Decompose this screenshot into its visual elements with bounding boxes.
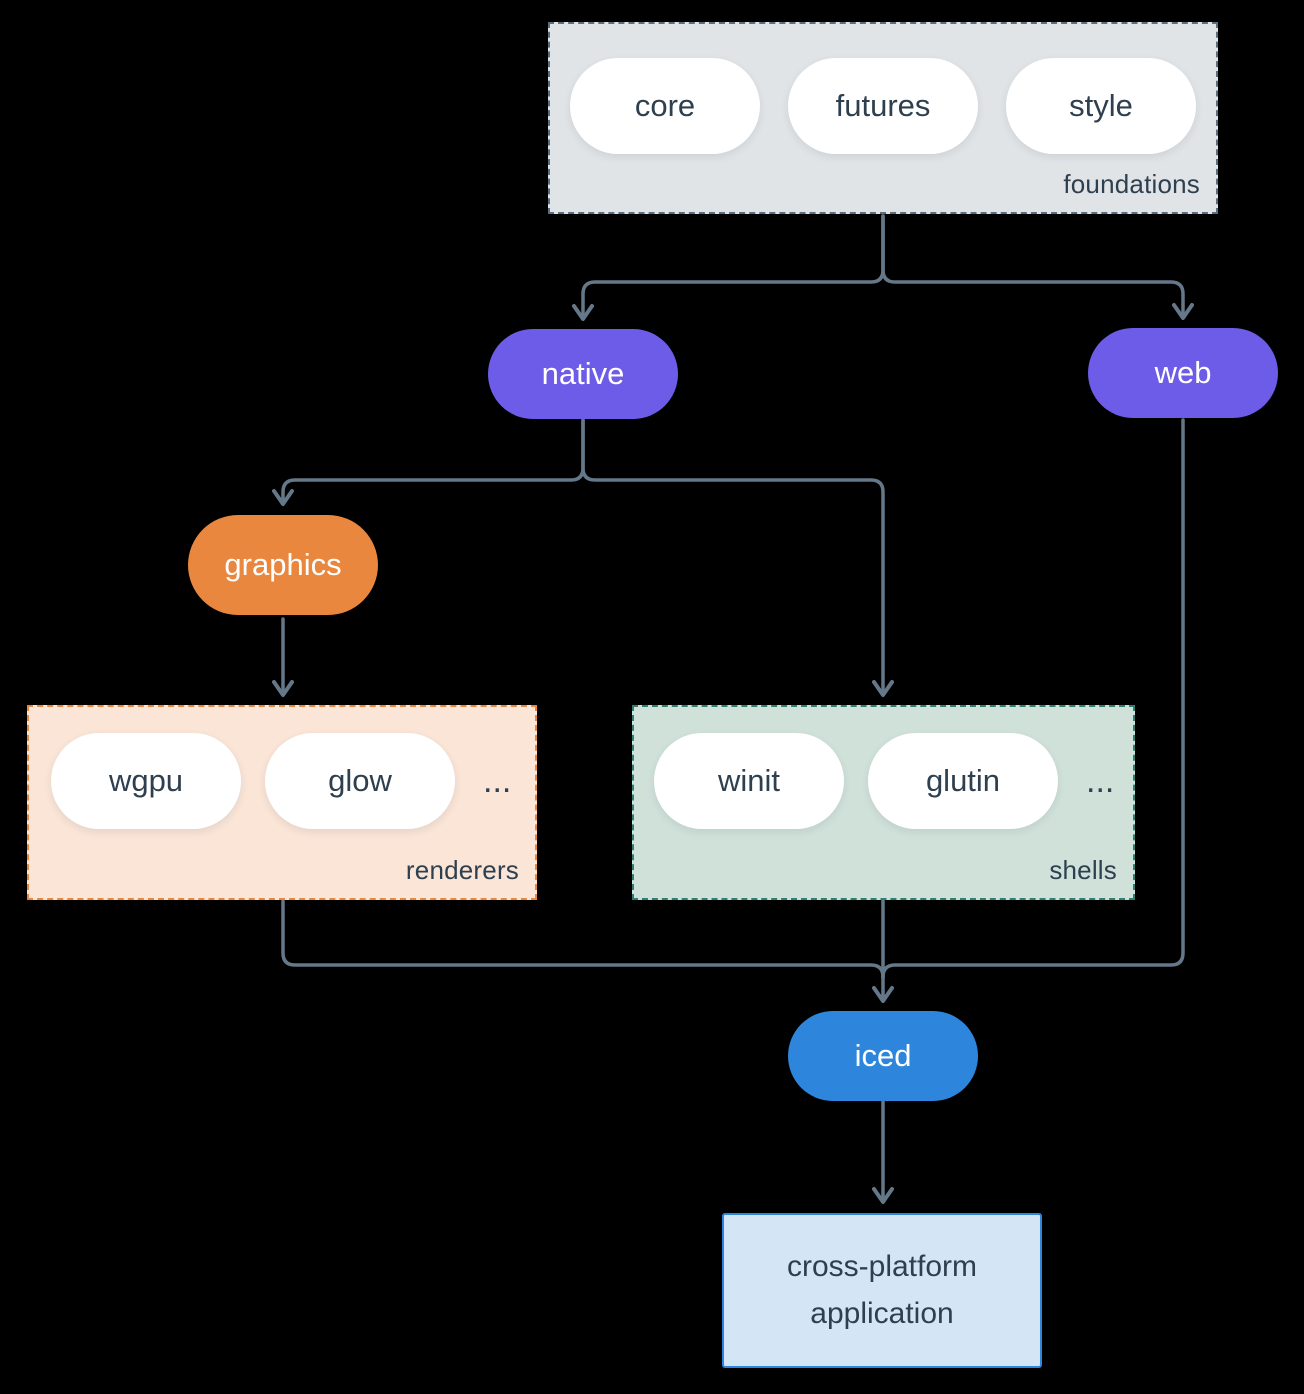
foundations-group-box: core futures style foundations (548, 22, 1218, 214)
node-web-label: web (1154, 355, 1212, 390)
edge-foundations-web (881, 214, 1194, 320)
edge-native-shells (581, 418, 894, 697)
node-winit: winit (654, 733, 844, 829)
renderers-pill-row: wgpu glow ... (51, 733, 535, 829)
application-label-line1: cross-platform (786, 1250, 978, 1283)
node-glow: glow (265, 733, 455, 829)
node-graphics-label: graphics (224, 547, 342, 582)
renderers-group-label: renderers (405, 855, 519, 885)
node-graphics: graphics (188, 515, 378, 615)
node-iced: iced (788, 1011, 978, 1101)
node-style: style (1006, 58, 1196, 154)
shells-group-label: shells (1049, 855, 1117, 885)
node-native-label: native (541, 356, 625, 391)
node-glutin: glutin (868, 733, 1058, 829)
node-wgpu-label: wgpu (108, 763, 184, 798)
node-glutin-label: glutin (925, 763, 1001, 798)
edge-native-graphics (272, 418, 585, 506)
edge-renderers-iced (281, 899, 885, 979)
edge-foundations-native (572, 214, 885, 321)
shells-ellipsis: ... (1086, 761, 1115, 800)
node-style-label: style (1069, 88, 1133, 123)
node-futures-label: futures (835, 88, 931, 123)
node-glow-label: glow (328, 763, 392, 798)
foundations-group-label: foundations (1063, 169, 1200, 199)
shells-group-box: winit glutin ... shells (632, 705, 1135, 900)
node-iced-label: iced (854, 1038, 912, 1073)
renderers-ellipsis: ... (483, 761, 512, 800)
shells-pill-row: winit glutin ... (654, 733, 1133, 829)
node-web: web (1088, 328, 1278, 418)
node-futures: futures (788, 58, 978, 154)
node-winit-label: winit (717, 763, 780, 798)
foundations-pill-row: core futures style (570, 58, 1216, 154)
node-core-label: core (634, 88, 696, 123)
node-native: native (488, 329, 678, 419)
node-wgpu: wgpu (51, 733, 241, 829)
application-label-line2: application (810, 1296, 954, 1330)
node-core: core (570, 58, 760, 154)
renderers-group-box: wgpu glow ... renderers (27, 705, 537, 900)
application-box: cross-platform application (722, 1213, 1042, 1368)
